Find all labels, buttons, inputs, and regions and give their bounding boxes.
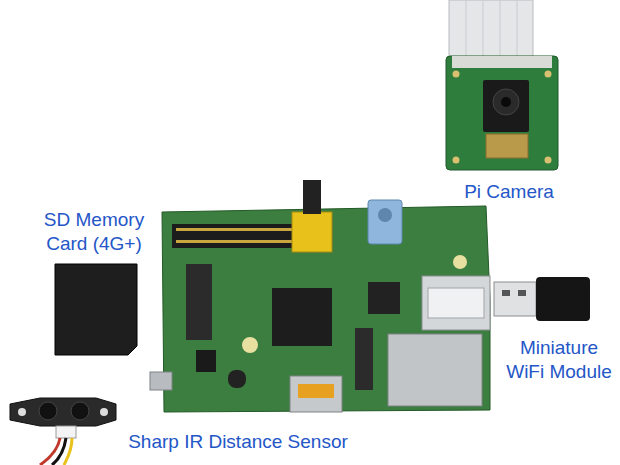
ribbon-body <box>449 0 533 58</box>
ribbon-stripe <box>483 0 484 58</box>
lens-centre <box>501 97 511 107</box>
mount-hole <box>453 157 460 164</box>
regulator <box>196 350 216 372</box>
sd-card <box>55 264 137 355</box>
camera-board <box>446 56 558 170</box>
detector <box>71 402 89 420</box>
wire <box>52 438 66 465</box>
ribbon-cable <box>449 0 533 58</box>
camera-pcb <box>446 56 558 170</box>
micro-usb <box>150 372 172 390</box>
mount-hole <box>545 71 552 78</box>
camera-connector <box>452 56 552 68</box>
emitter <box>39 402 57 420</box>
mount-hole <box>453 71 460 78</box>
sensor-body <box>10 398 116 426</box>
part-label: Miniature WiFi Module <box>503 336 615 384</box>
mount-hole <box>453 255 467 269</box>
ribbon-stripe <box>517 0 518 58</box>
pi-pcb <box>162 206 490 412</box>
lens <box>493 89 519 115</box>
hdmi-port <box>290 376 342 412</box>
ribbon-stripe <box>500 0 501 58</box>
camera-connector-slot <box>355 328 373 390</box>
gpio-header <box>172 224 306 248</box>
sensor-connector <box>56 426 76 438</box>
rca-jack <box>292 212 332 252</box>
wire <box>64 438 72 465</box>
dongle-body <box>536 277 590 321</box>
part-label: Pi Camera <box>449 180 569 204</box>
display-connector <box>186 264 212 340</box>
rca-barrel <box>303 180 321 214</box>
mount-hole <box>100 408 108 416</box>
plug-slot <box>502 290 510 296</box>
pin-row <box>176 240 306 243</box>
part-label: SD Memory Card (4G+) <box>30 208 158 256</box>
lens-housing <box>483 80 529 132</box>
usb-chip <box>368 282 400 314</box>
mount-hole <box>18 408 26 416</box>
soc-chip <box>272 288 332 346</box>
usb-socket <box>428 288 484 318</box>
audio-jack <box>368 200 402 244</box>
usb-port <box>422 276 490 330</box>
capacitor <box>228 370 246 388</box>
ribbon-stripe <box>466 0 467 58</box>
part-label: Sharp IR Distance Sensor <box>118 430 358 454</box>
ir-sensor <box>10 398 116 465</box>
pin-row <box>176 228 306 231</box>
hdmi-socket <box>298 384 334 398</box>
mount-hole <box>242 337 258 353</box>
usb-plug <box>494 282 536 316</box>
sensor-flex <box>486 134 528 158</box>
audio-hole <box>378 208 392 222</box>
raspberry-pi-board <box>150 180 490 412</box>
mount-hole <box>545 157 552 164</box>
plug-slot <box>518 290 526 296</box>
ethernet-port <box>388 334 482 406</box>
wifi-module <box>494 277 590 321</box>
gpio-pins <box>176 228 306 243</box>
